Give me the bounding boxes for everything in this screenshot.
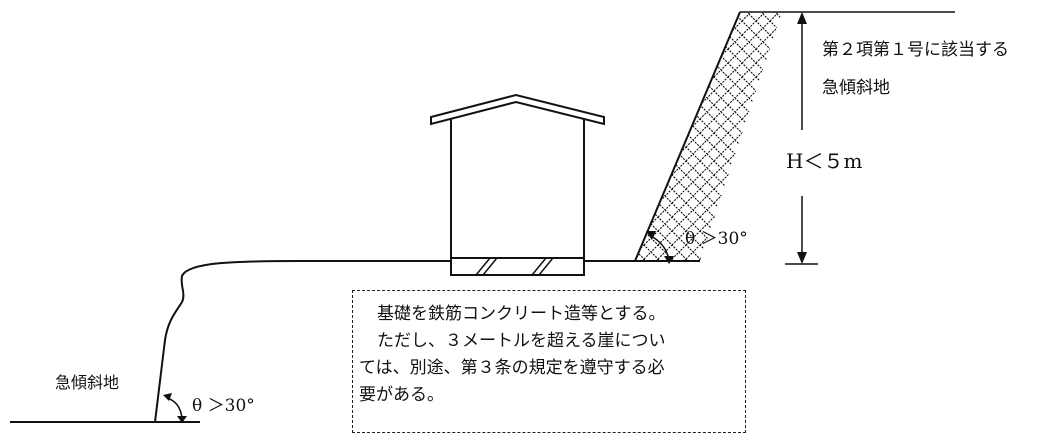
steep-slope-upper-label-line1: 第２項第１号に該当する: [822, 40, 1009, 60]
note-line-3: ては、別途、第３条の規定を遵守する必: [359, 358, 665, 378]
right-angle-arrowhead-bottom: [664, 256, 674, 264]
foundation-hatch: [475, 257, 554, 276]
height-arrowhead-bottom: [797, 252, 807, 264]
right-angle-arrowhead-top: [646, 231, 656, 240]
note-line-2: ただし、３メートルを超える崖につい: [377, 331, 666, 351]
note-line-1: 基礎を鉄筋コンクリート造等とする。: [377, 304, 666, 324]
angle-left-label: θ ＞30°: [192, 396, 255, 416]
steep-slope-upper-label-line2: 急傾斜地: [822, 78, 890, 98]
foundation-note-box: 基礎を鉄筋コンクリート造等とする。 ただし、３メートルを超える崖につい ては、別…: [352, 290, 746, 433]
house-roof: [430, 93, 605, 126]
height-label: H＜５m: [786, 149, 862, 173]
steep-slope-hatched: [635, 12, 782, 261]
angle-right-label: θ ＞30°: [685, 229, 748, 249]
foundation: [450, 257, 585, 276]
steep-slope-left-label: 急傾斜地: [55, 373, 119, 392]
left-angle-arrowhead-top: [163, 393, 172, 401]
note-line-4: 要がある。: [359, 385, 444, 405]
steep-slope-face: [634, 11, 741, 262]
left-angle-arc: [166, 397, 183, 419]
left-slope-terrain: [154, 260, 700, 423]
house: [430, 93, 605, 276]
height-arrowhead-top: [797, 12, 807, 24]
left-angle-arrowhead-bottom: [177, 416, 187, 423]
